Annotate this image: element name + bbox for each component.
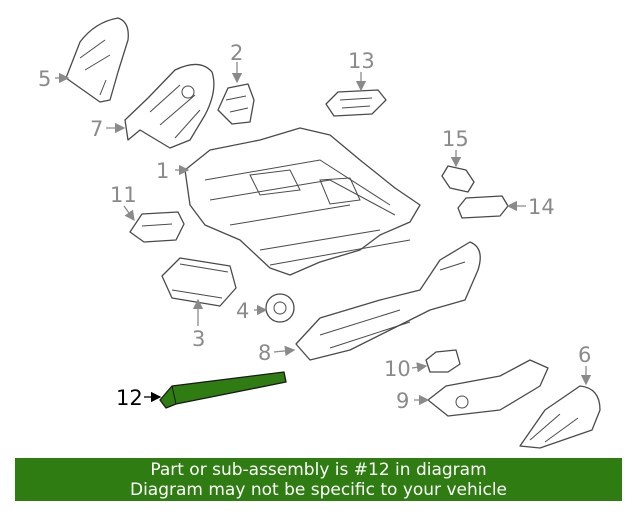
- part-9-side-trim[interactable]: [427, 359, 549, 417]
- leader-8: [273, 345, 296, 357]
- callout-2: 2: [230, 41, 243, 65]
- part-10-knob[interactable]: [425, 349, 461, 373]
- part-12-trim-highlighted[interactable]: [159, 371, 287, 409]
- callout-12: 12: [116, 386, 143, 410]
- callout-9: 9: [396, 389, 409, 413]
- callout-1: 1: [156, 159, 169, 183]
- callout-11: 11: [110, 183, 137, 207]
- part-1-seat-frame[interactable]: [184, 127, 421, 276]
- leader-10: [411, 362, 428, 373]
- highlight-banner: Part or sub-assembly is #12 in diagram D…: [15, 458, 622, 501]
- leader-11: [123, 205, 135, 222]
- part-4-gear[interactable]: [265, 293, 295, 323]
- callout-13: 13: [348, 49, 375, 73]
- callout-15: 15: [442, 127, 469, 151]
- part-3-control-unit[interactable]: [161, 257, 237, 307]
- part-13-panel[interactable]: [325, 89, 387, 117]
- part-7-recliner-cover[interactable]: [124, 63, 215, 149]
- callout-3: 3: [192, 327, 205, 351]
- callout-8: 8: [258, 341, 271, 365]
- part-6-cover[interactable]: [519, 385, 601, 449]
- callout-14: 14: [528, 195, 555, 219]
- part-15-switch[interactable]: [441, 165, 475, 193]
- callout-4: 4: [236, 299, 249, 323]
- part-8-track-bracket[interactable]: [295, 241, 481, 361]
- part-5-side-cover[interactable]: [65, 17, 129, 103]
- callout-10: 10: [384, 357, 411, 381]
- part-2-bracket[interactable]: [217, 83, 255, 125]
- callout-5: 5: [38, 67, 51, 91]
- callout-6: 6: [578, 343, 591, 367]
- banner-line-1: Part or sub-assembly is #12 in diagram: [150, 460, 487, 480]
- part-11-cover[interactable]: [129, 211, 185, 243]
- banner-line-2: Diagram may not be specific to your vehi…: [129, 480, 507, 500]
- part-14-module[interactable]: [457, 195, 509, 219]
- callout-7: 7: [90, 117, 103, 141]
